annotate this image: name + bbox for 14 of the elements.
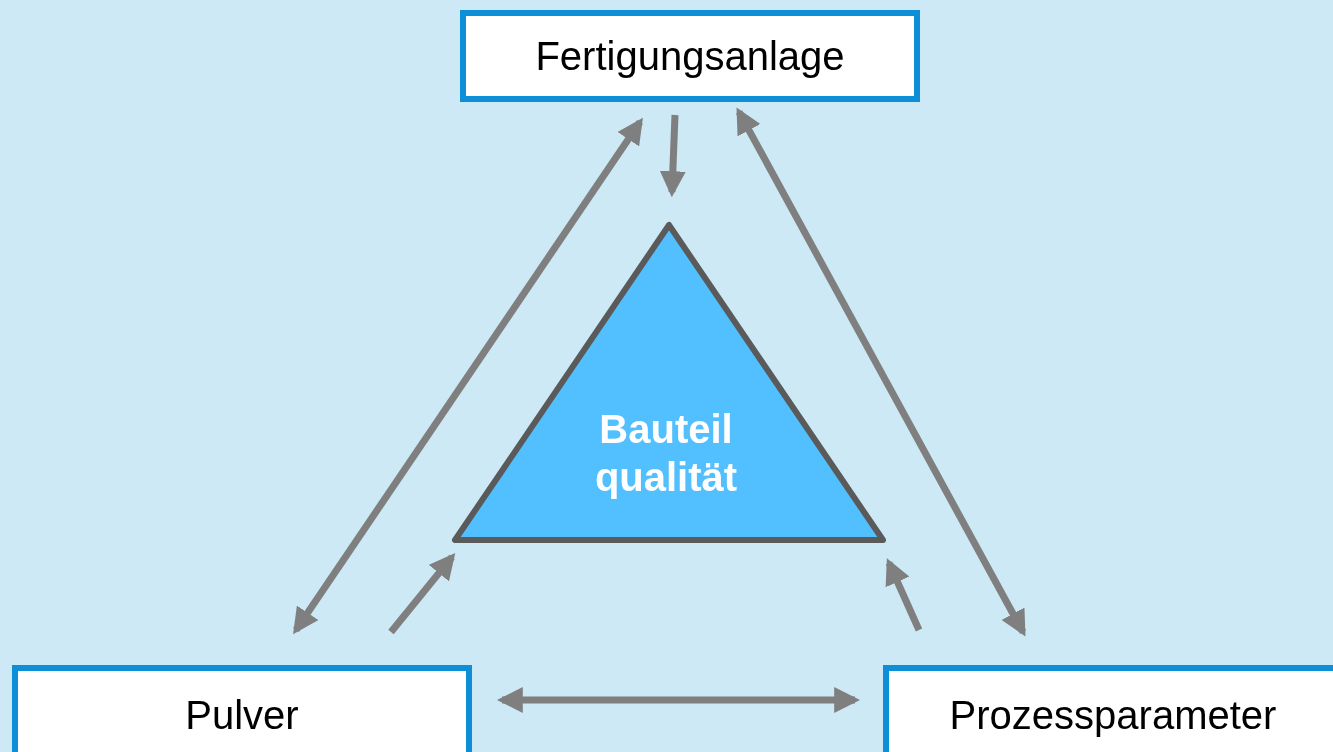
node-label: Fertigungsanlage (535, 33, 845, 79)
arrow (885, 558, 923, 632)
label-box (12, 665, 472, 752)
double-arrow (735, 107, 1027, 637)
label-box (883, 665, 1333, 752)
double-arrow (496, 687, 861, 713)
label-box (460, 10, 920, 102)
double-arrow (293, 117, 643, 635)
triangle-shape (450, 220, 888, 544)
node-label: Pulver (185, 692, 299, 738)
node-label: Prozessparameter (949, 692, 1277, 738)
arrow (659, 114, 686, 198)
node-label: Bauteil qualität (593, 406, 739, 501)
arrow (388, 552, 456, 635)
